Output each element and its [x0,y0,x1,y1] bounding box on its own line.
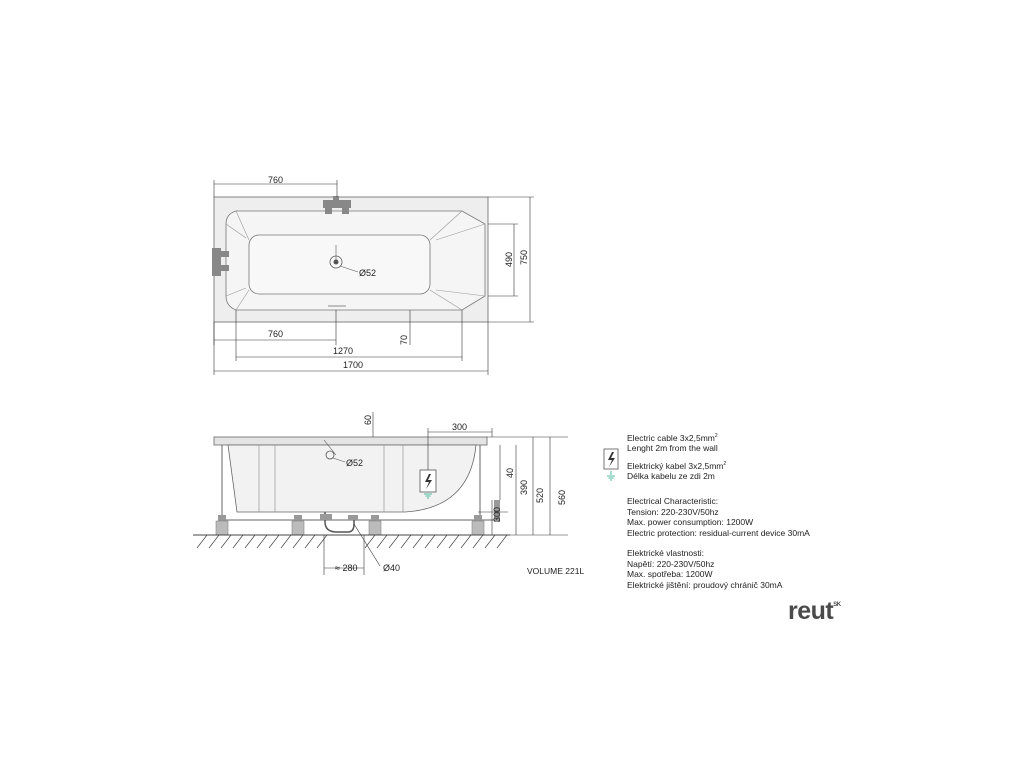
tub-foot [218,515,226,521]
tub-rim-side [213,436,488,446]
drain-circle-side [325,450,335,460]
lightning-bolt-icon [608,452,615,467]
spec-line: Max. power consumption: 1200W [627,517,754,527]
tub-body-side [227,444,477,513]
drain-trap [324,512,355,533]
spec-heading: Electrical Characteristic: [627,496,719,506]
faucet-top-icon [323,196,351,214]
tub-foot [371,515,379,521]
dim-280: ≈ 280 [335,563,357,573]
dim-60: 60 [363,415,373,425]
tub-floor-top [248,234,431,295]
spec-line: Electric protection: residual-current de… [627,527,810,538]
cable-spec-line: Délka kabelu ze zdi 2m [627,471,715,482]
legend-icons [603,448,619,481]
dim-1700: 1700 [343,360,363,370]
dim-520: 520 [535,488,545,503]
dim-40-pipe: Ø40 [383,563,400,573]
model-name: VOLUME 221L [527,566,585,576]
spec-heading: Elektrické vlastnosti: [627,548,704,558]
dim-1270: 1270 [333,346,353,356]
drain-label-top: Ø52 [359,268,376,278]
dim-750: 750 [519,250,529,265]
dim-300-side: 300 [492,507,502,522]
tub-foot [494,500,500,522]
dim-490: 490 [504,252,514,267]
side-view: Ø52 [193,412,568,575]
electrical-characteristic-cz: Elektrické vlastnosti: Napětí: 220-230V/… [627,548,782,590]
dim-390: 390 [519,480,529,495]
cable-spec-line: Lenght 2m from the wall [627,443,718,454]
top-view: 760 490 750 Ø52 760 70 1270 1700 [212,175,534,375]
cable-spec: Electric cable 3x2,5mm2 Lenght 2m from t… [627,431,726,482]
lightning-bolt-icon [425,474,432,489]
dim-40: 40 [505,468,515,478]
spec-line: Napětí: 220-230V/50hz [627,558,715,569]
drain-label-side: Ø52 [346,458,363,468]
faucet-side-icon [212,248,229,276]
dim-70: 70 [399,335,409,345]
spec-line: Tension: 220-230V/50hz [627,506,719,517]
dim-560: 560 [557,490,567,505]
reut-logo: reutSK [788,597,841,625]
spec-line: Elektrické jištění: proudový chránič 30m… [627,579,783,590]
cable-spec-line: Elektrický kabel 3x2,5mm2 [627,460,727,471]
tub-foot [474,515,482,521]
dim-760-top: 760 [268,175,283,185]
cable-spec-line: Electric cable 3x2,5mm2 [627,432,718,443]
dim-760-bottom: 760 [268,329,283,339]
electrical-characteristic-en: Electrical Characteristic: Tension: 220-… [627,496,810,538]
tub-foot [294,515,302,521]
floor-hatch [196,534,508,549]
dim-300-top: 300 [452,422,467,432]
spec-line: Max. spotřeba: 1200W [627,569,713,579]
